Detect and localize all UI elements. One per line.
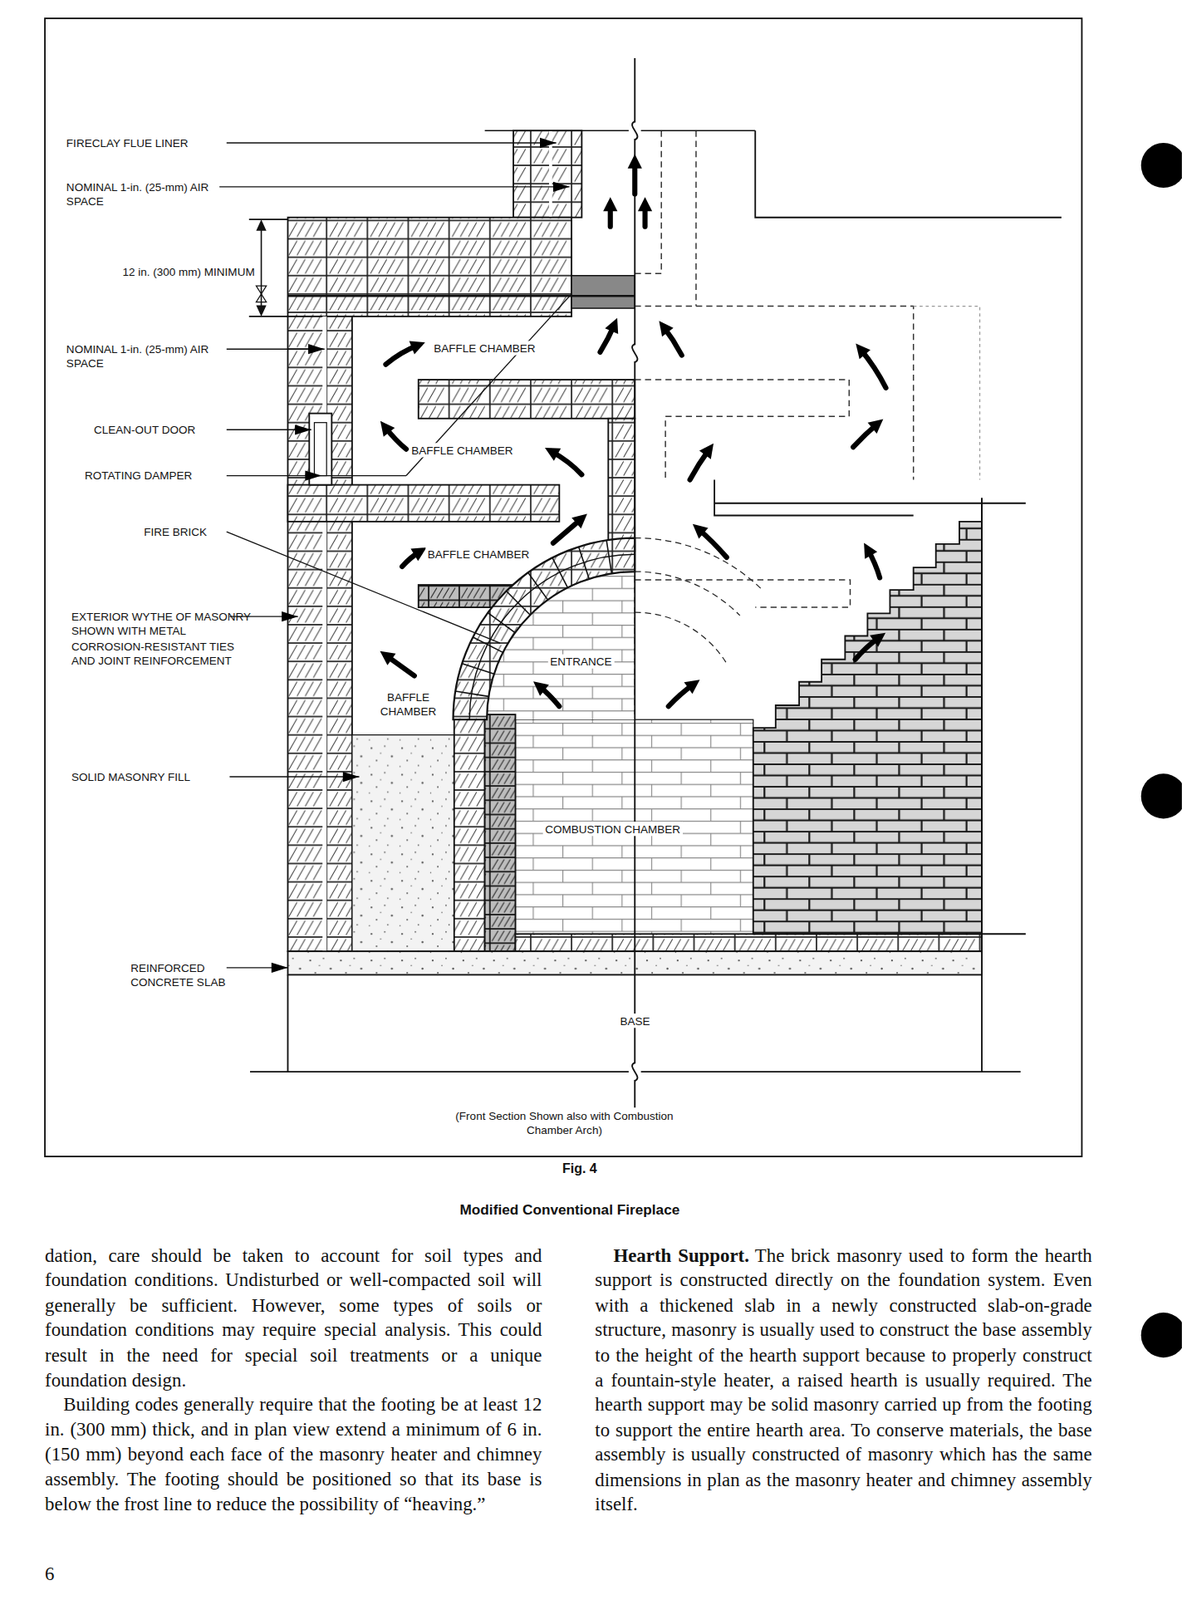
paragraph-heading: Hearth Support. — [613, 1244, 749, 1266]
figure-number: Fig. 4 — [562, 1160, 598, 1178]
drawing-part — [469, 554, 635, 720]
drawing-part — [690, 449, 710, 481]
drawing-part — [385, 344, 418, 364]
drawing-part — [853, 423, 878, 447]
drawing-part — [226, 142, 557, 143]
drawing-part — [287, 485, 560, 522]
drawing-part — [255, 219, 266, 317]
drawing-part — [634, 130, 913, 715]
drawing-part — [321, 475, 407, 476]
drawing-part — [352, 735, 455, 952]
drawing-part — [219, 142, 572, 968]
drawing-part — [322, 316, 327, 952]
drawing-part — [867, 549, 880, 578]
drawing-part — [418, 379, 635, 419]
drawing-part — [402, 550, 421, 566]
drawing-part — [550, 451, 582, 475]
drawing-part — [1141, 773, 1182, 819]
drawing-part — [632, 343, 638, 363]
drawing-part — [287, 316, 352, 952]
drawing-part — [553, 518, 582, 543]
base-label: BASE — [617, 1013, 653, 1029]
drawing-part — [219, 186, 569, 187]
drawing-part — [714, 130, 1062, 975]
drawing-part — [632, 161, 638, 194]
drawing-part — [608, 418, 635, 552]
callout-label: EXTERIOR WYTHE OF MASONRY SHOWN WITH MET… — [71, 609, 260, 668]
drawing-part — [571, 275, 635, 309]
drawing-part — [226, 348, 325, 350]
chamber-label: BAFFLE CHAMBER — [409, 442, 515, 458]
body-paragraph: dation, care should be taken to account … — [44, 1243, 542, 1393]
callout-label: FIRECLAY FLUE LINER — [66, 135, 189, 151]
chamber-label: BAFFLE CHAMBER — [367, 690, 449, 720]
drawing-part — [632, 1062, 638, 1081]
drawing-part — [642, 204, 648, 227]
drawing-part — [855, 637, 880, 660]
drawing-part — [384, 426, 407, 450]
drawing-part — [549, 130, 553, 217]
drawing-part — [753, 498, 982, 935]
drawing-part — [633, 58, 636, 1108]
paragraph-text: The brick masonry used to form the heart… — [594, 1244, 1092, 1516]
drawing-part — [1141, 142, 1182, 188]
drawing-part — [634, 538, 764, 664]
drawing-part — [249, 219, 289, 317]
drawing-part — [384, 161, 886, 707]
drawing-part — [453, 538, 636, 721]
drawing-part — [514, 933, 982, 952]
callout-label: NOMINAL 1-in. (25-mm) AIR SPACE — [66, 342, 218, 372]
drawing-part — [1141, 1312, 1182, 1358]
figure-caption: (Front Section Shown also with Combustio… — [446, 1108, 682, 1138]
body-paragraph: Hearth Support.The brick masonry used to… — [594, 1243, 1092, 1518]
drawing-part — [255, 285, 266, 303]
drawing-part — [981, 932, 1026, 935]
callout-label: SOLID MASONRY FILL — [71, 769, 191, 785]
drawing-part — [632, 121, 638, 140]
drawing-part — [860, 348, 887, 388]
chamber-label: ENTRANCE — [548, 654, 614, 670]
drawing-part — [513, 130, 582, 217]
drawing-part — [308, 413, 332, 486]
page-number: 6 — [44, 1561, 54, 1587]
drawing-part — [454, 714, 486, 952]
callout-label: REINFORCED CONCRETE SLAB — [130, 960, 251, 990]
drawing-part — [913, 306, 981, 481]
callout-label: NOMINAL 1-in. (25-mm) AIR SPACE — [66, 179, 218, 209]
drawing-part — [313, 422, 327, 476]
body-paragraph: Building codes generally require that th… — [44, 1392, 542, 1517]
drawing-part — [229, 775, 359, 777]
chamber-label: BAFFLE CHAMBER — [425, 547, 531, 563]
drawing-part — [599, 324, 614, 353]
drawing-part — [668, 683, 695, 707]
drawing-part — [44, 18, 1082, 1157]
drawing-part — [385, 655, 414, 677]
drawing-part — [608, 204, 614, 227]
dimension-label: 12 in. (300 mm) MINIMUM — [122, 264, 255, 280]
callout-label: FIRE BRICK — [143, 524, 207, 540]
drawing-part — [226, 966, 289, 968]
drawing-part — [485, 130, 756, 132]
drawing-part — [226, 475, 322, 476]
drawing-part — [663, 326, 682, 355]
drawing-part — [406, 294, 572, 476]
figure-title: Modified Conventional Fireplace — [460, 1200, 681, 1219]
drawing-part — [226, 429, 312, 431]
callout-label: ROTATING DAMPER — [84, 468, 192, 484]
drawing-part — [539, 686, 560, 707]
drawing-part — [485, 714, 516, 952]
callout-label: CLEAN-OUT DOOR — [93, 422, 196, 438]
drawing-part — [287, 294, 635, 297]
drawing-part — [453, 539, 613, 720]
drawing-part — [287, 217, 572, 317]
chamber-label: BAFFLE CHAMBER — [431, 340, 538, 356]
chamber-label: COMBUSTION CHAMBER — [543, 821, 683, 837]
drawing-part — [697, 528, 726, 557]
